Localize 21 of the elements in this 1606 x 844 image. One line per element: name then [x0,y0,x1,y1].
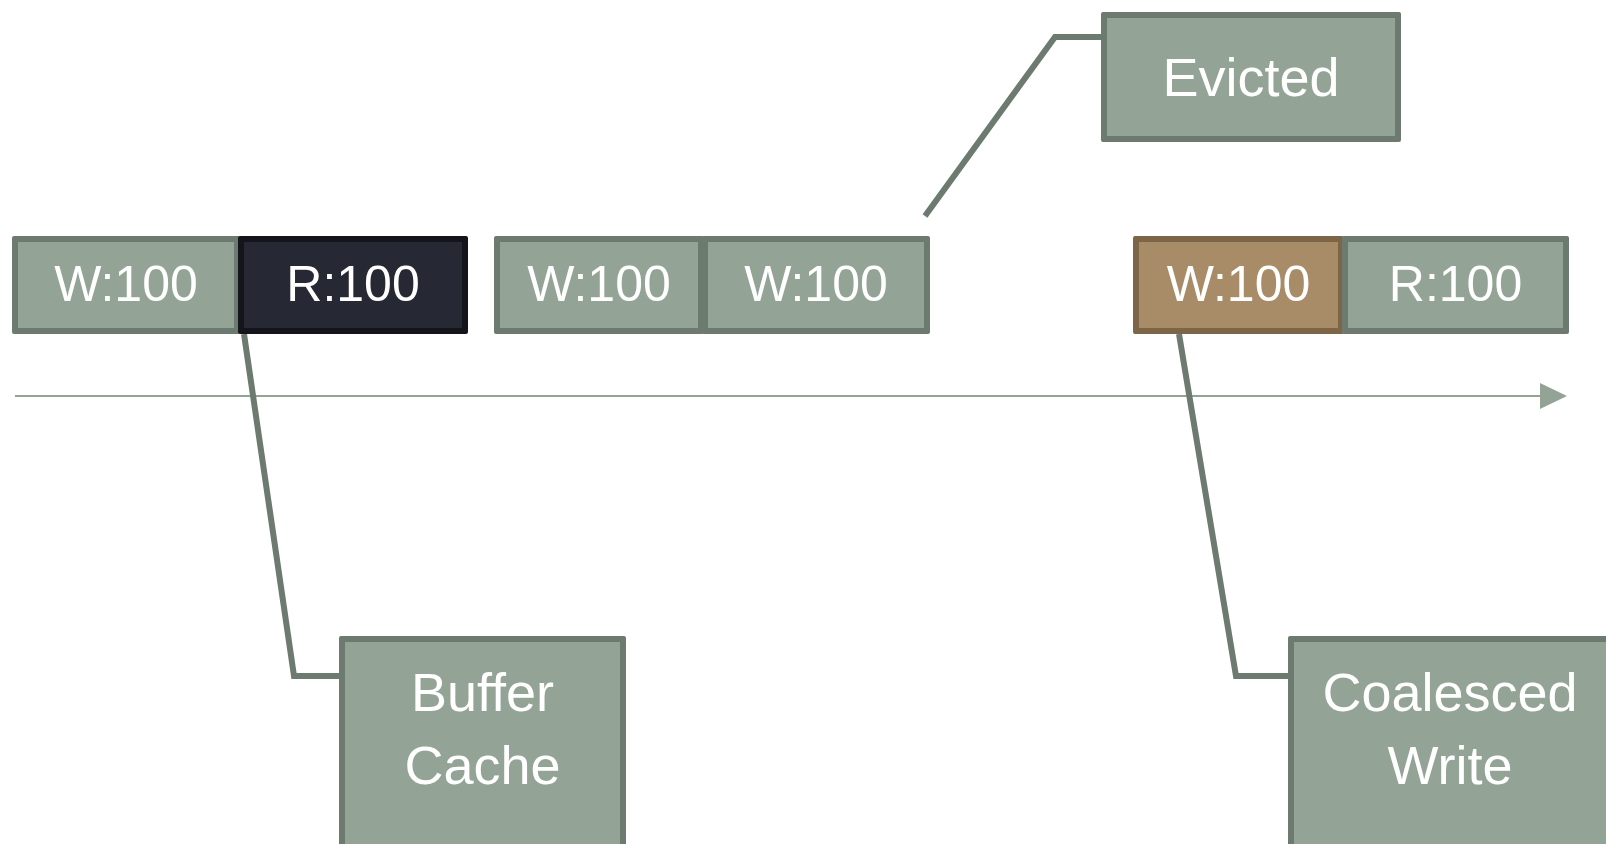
block-label: W:100 [1166,255,1311,315]
leader-line [241,333,339,679]
block-box [12,236,240,334]
callout-label: Buffer Cache [403,661,562,797]
block-label: W:100 [54,255,198,315]
block-box [238,236,468,334]
block-label: R:100 [286,255,420,315]
callout-box [339,636,626,844]
block-label: W:100 [744,255,888,315]
leader-line [922,34,1101,218]
leader-line [1176,333,1288,679]
block-box [1342,236,1569,334]
callout-box [1288,636,1606,844]
block-label: W:100 [527,255,671,315]
block-box [494,236,704,334]
block-label: R:100 [1388,255,1523,315]
callout-label: Evicted [1162,45,1340,109]
callout-box [1101,12,1401,142]
block-box [1133,236,1344,334]
callout-label: Coalesced Write [1321,661,1579,797]
block-box [702,236,930,334]
